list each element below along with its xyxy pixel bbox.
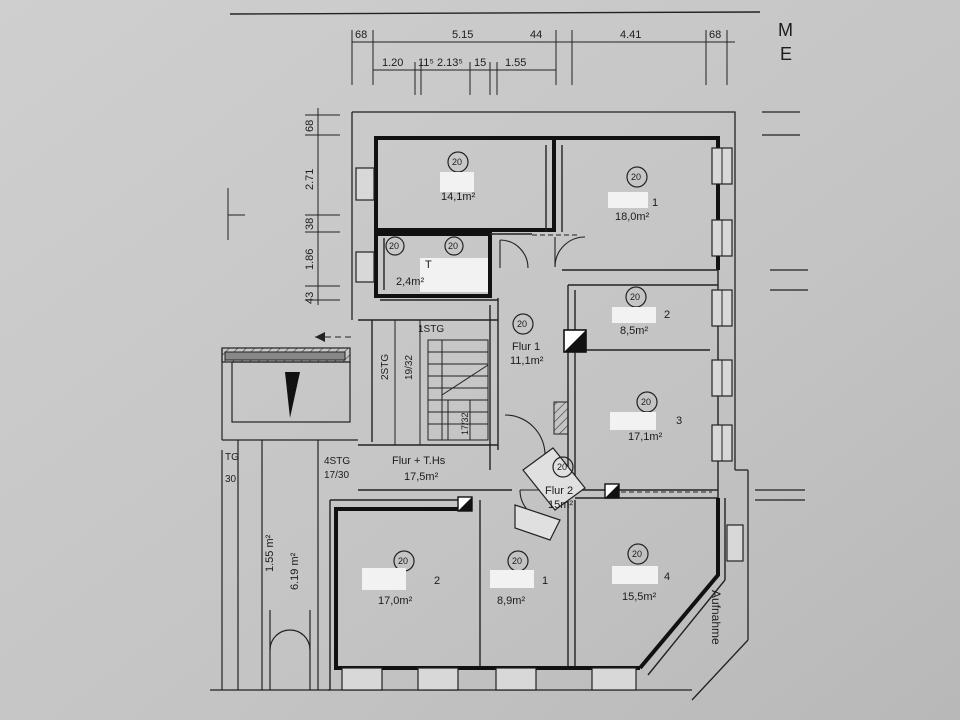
flurths-label: Flur + T.Hs — [392, 455, 446, 467]
room6-label: 2 — [434, 575, 440, 587]
room5-label: 3 — [676, 415, 682, 427]
circle-label-flur2: 20 — [557, 462, 567, 472]
walls-thin-internal — [329, 145, 719, 690]
circle-label-flur1: 20 — [517, 319, 527, 329]
flur2-label: Flur 2 — [545, 485, 573, 497]
circle-label-r3b: 20 — [448, 241, 458, 251]
chimney-shaft-lower-fill — [458, 497, 472, 511]
stair-label-4stg-sub: 17/30 — [324, 470, 349, 481]
dimension-chain-top — [351, 30, 735, 95]
room5-area: 17,1m² — [628, 431, 663, 443]
room3-label: T — [425, 259, 432, 271]
flur2-door-leaf — [514, 504, 561, 541]
room8-label: 4 — [664, 571, 670, 583]
stair-landing-wedge — [285, 372, 300, 418]
room3-area: 2,4m² — [396, 276, 424, 288]
dim-second-2135: 2.13⁵ — [437, 57, 463, 69]
dim-second-15: 15 — [474, 57, 486, 69]
dim-top-68-left: 68 — [355, 29, 367, 41]
room1-area: 14,1m² — [441, 191, 476, 203]
top-border-line — [229, 11, 761, 15]
side-text-aufnahme: Aufnahme — [709, 590, 723, 645]
flur1-area: 11,1m² — [510, 355, 544, 367]
dim-top-515: 5.15 — [452, 29, 473, 41]
dim-left-38: 38 — [304, 218, 316, 230]
room2-area: 18,0m² — [615, 211, 650, 223]
stair-label-2stg: 2STG — [380, 354, 391, 380]
stair-label-4stg: 4STG — [324, 456, 350, 467]
stair-label-3stg: 17/32 — [460, 412, 470, 435]
stair-label-tg: TG — [225, 452, 239, 463]
flurths-area: 17,5m² — [404, 471, 439, 483]
stair-label-tg-sub: 30 — [225, 474, 237, 485]
entrance-arrow-head — [315, 332, 325, 342]
dim-top-44: 44 — [530, 29, 542, 41]
dim-left-43: 43 — [304, 292, 316, 304]
room4-area: 8,5m² — [620, 325, 648, 337]
dim-bottom-left-a: 1.55 m² — [264, 534, 276, 572]
windows-bottom — [341, 667, 637, 691]
flur2-door-element — [522, 447, 586, 511]
dim-bottom-left-b: 6.19 m² — [289, 552, 301, 590]
circle-label-r7: 20 — [512, 556, 522, 566]
circle-label-r5: 20 — [641, 397, 651, 407]
circle-label-r8: 20 — [632, 549, 642, 559]
staircase — [394, 320, 489, 445]
circle-label-r2: 20 — [631, 172, 641, 182]
corner-diagonal — [647, 579, 726, 676]
dim-second-155: 1.55 — [505, 57, 526, 69]
dim-second-115: 11⁵ — [418, 57, 434, 69]
balcony-slab — [224, 351, 346, 361]
mark-letter-e: E — [780, 44, 792, 64]
circle-label-r6: 20 — [398, 556, 408, 566]
room8-area: 15,5m² — [622, 591, 657, 603]
mark-letter-m: M — [778, 20, 793, 40]
room4-label: 2 — [664, 309, 670, 321]
dashed-lines — [532, 234, 712, 493]
dimension-chain-left — [227, 108, 340, 305]
walls-lower — [334, 498, 720, 670]
dim-top-441: 4.41 — [620, 29, 641, 41]
stair-label-2stg-sub: 19/32 — [404, 355, 415, 380]
circle-label-r1: 20 — [452, 157, 462, 167]
stair-label-1stg: 1STG — [418, 324, 444, 335]
windows-left — [355, 167, 375, 283]
dim-left-271: 2.71 — [304, 169, 316, 190]
flur2-area: 15m² — [548, 499, 573, 511]
room-circles — [385, 151, 658, 572]
dim-second-120: 1.20 — [382, 57, 403, 69]
dim-left-68: 68 — [304, 120, 316, 132]
chimney-shaft-right-fill — [605, 484, 619, 498]
room7-label: 1 — [542, 575, 548, 587]
chimney-shaft-upper-fill — [564, 330, 586, 352]
circle-label-r4: 20 — [630, 292, 640, 302]
dim-top-68-right: 68 — [709, 29, 721, 41]
room2-label: 1 — [652, 197, 658, 209]
redaction-patches — [362, 172, 658, 590]
circle-label-r3a: 20 — [389, 241, 399, 251]
dim-left-186: 1.86 — [304, 249, 316, 270]
room7-area: 8,9m² — [497, 595, 525, 607]
chimney-hatched — [553, 401, 569, 435]
room6-area: 17,0m² — [378, 595, 413, 607]
flur1-label: Flur 1 — [512, 341, 540, 353]
right-edge-marks — [755, 111, 808, 501]
